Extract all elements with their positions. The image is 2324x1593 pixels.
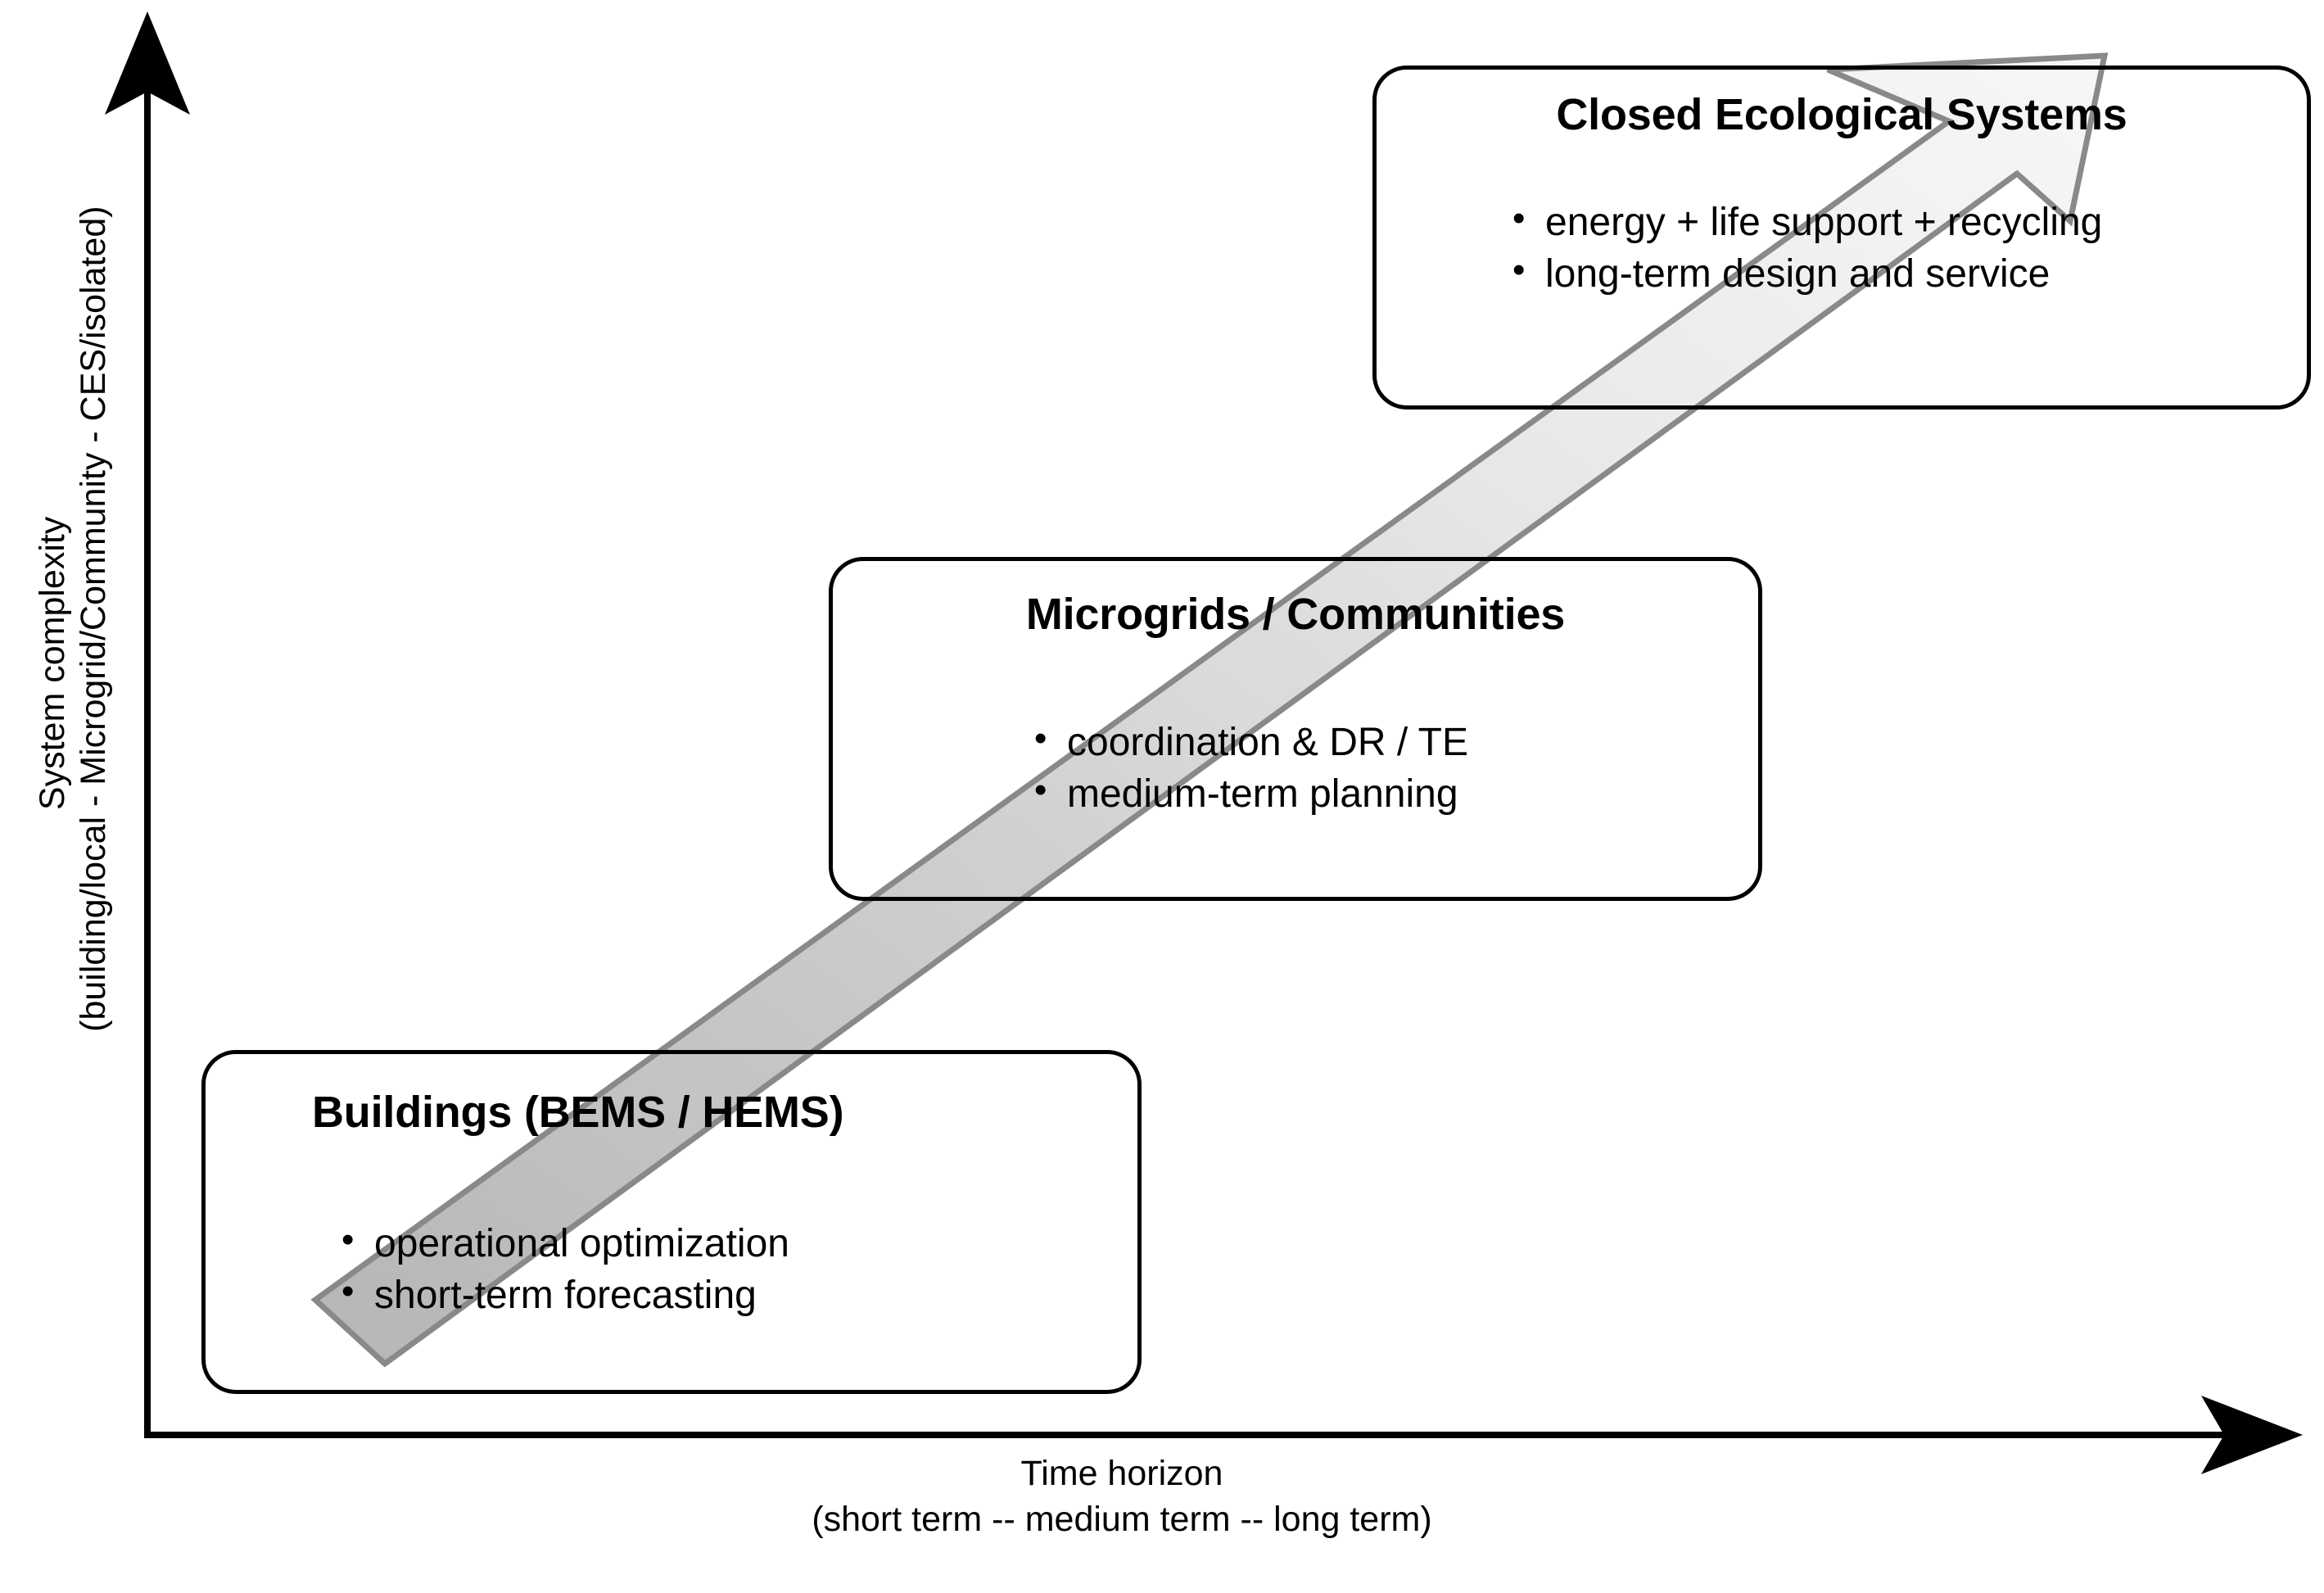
x-axis-title: Time horizon (short term -- medium term … [344, 1454, 1900, 1541]
list-item: medium-term planning [1021, 767, 1946, 820]
arrow-body [310, 52, 2109, 1368]
box-ces-title: Closed Ecological Systems [1556, 90, 2127, 139]
box-buildings-title: Buildings (BEMS / HEMS) [312, 1088, 844, 1137]
box-ces-bullets: energy + life support + recycling long-t… [1377, 195, 2324, 301]
list-item: long-term design and service [1499, 247, 2324, 300]
box-buildings-bullets: operational optimization short-term fore… [206, 1216, 1260, 1322]
list-item: short-term forecasting [328, 1268, 1260, 1321]
list-item: coordination & DR / TE [1021, 715, 1946, 768]
x-axis-title-line1: Time horizon [1020, 1454, 1223, 1493]
list-item: operational optimization [328, 1216, 1260, 1269]
x-axis-title-line2: (short term -- medium term -- long term) [812, 1499, 1432, 1539]
box-microgrids: Microgrids / Communities coordination & … [829, 557, 1762, 901]
box-microgrids-title: Microgrids / Communities [1025, 590, 1566, 639]
box-ces: Closed Ecological Systems energy + life … [1372, 66, 2311, 410]
box-microgrids-bullets: coordination & DR / TE medium-term plann… [833, 715, 1946, 821]
box-buildings: Buildings (BEMS / HEMS) operational opti… [201, 1050, 1142, 1394]
list-item: energy + life support + recycling [1499, 195, 2324, 248]
